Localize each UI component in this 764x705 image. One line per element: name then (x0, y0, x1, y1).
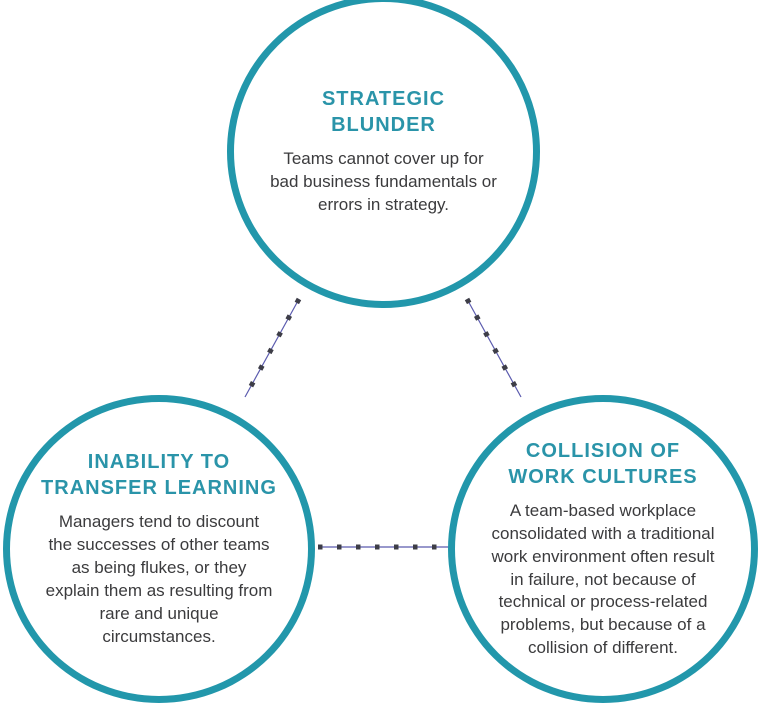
node-title: STRATEGIC BLUNDER (321, 88, 446, 137)
node-description: Managers tend to discount the successes … (45, 512, 273, 646)
node-strategic-blunder: STRATEGIC BLUNDER Teams cannot cover up … (227, 0, 540, 308)
node-title: INABILITY TO TRANSFER LEARNING (41, 451, 277, 500)
node-title: COLLISION OF WORK CULTURES (508, 439, 698, 488)
node-description: Teams cannot cover up for bad business f… (270, 149, 497, 214)
node-inability-to-transfer-learning: INABILITY TO TRANSFER LEARNING Managers … (3, 395, 315, 703)
node-collision-of-work-cultures: COLLISION OF WORK CULTURES A team-based … (448, 395, 758, 703)
connector-top-to-left (242, 297, 302, 399)
node-description: A team-based workplace consolidated with… (491, 500, 715, 658)
connector-top-to-right (464, 297, 524, 399)
